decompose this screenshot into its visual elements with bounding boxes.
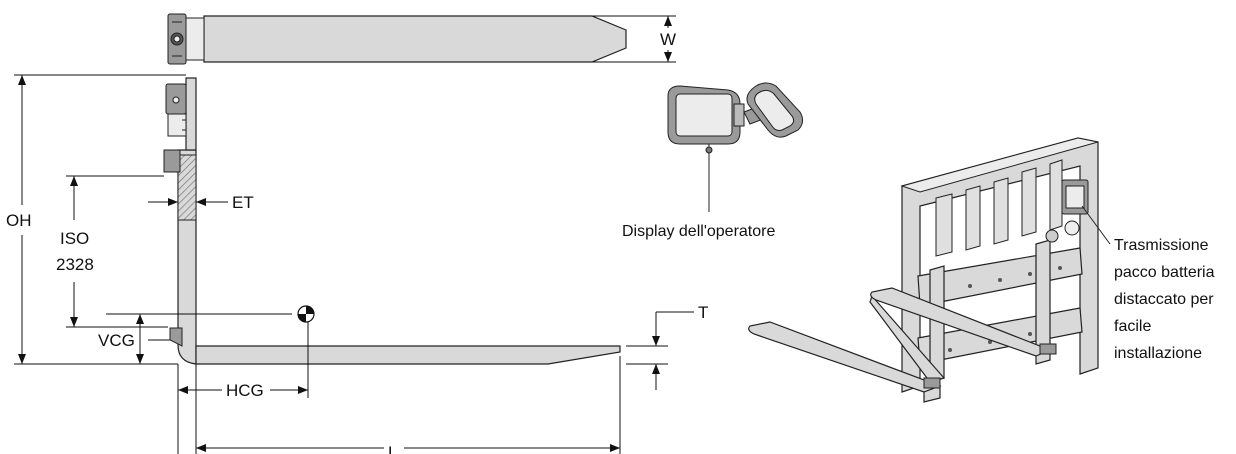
dimension-w: W (592, 15, 676, 63)
label-t: T (698, 303, 708, 322)
transmission-line-3: distaccato per (1114, 291, 1214, 308)
fork-top-view (167, 13, 627, 65)
display-label: Display dell'operatore (622, 223, 775, 240)
transmission-line-2: pacco batteria (1114, 264, 1215, 281)
dimension-oh: OH (6, 74, 186, 365)
transmission-label: Trasmissione pacco batteria distaccato p… (1114, 237, 1215, 362)
label-hcg: HCG (226, 381, 264, 400)
label-l: L (388, 443, 397, 454)
transmission-line-5: installazione (1114, 345, 1202, 362)
dimension-iso-2328: ISO 2328 (56, 175, 168, 328)
label-vcg: VCG (98, 331, 135, 350)
transmission-line-1: Trasmissione (1114, 237, 1209, 254)
center-of-gravity-icon (297, 305, 315, 323)
dimension-l: L (195, 356, 621, 454)
fork-positioner-3d (748, 137, 1111, 403)
label-w: W (660, 30, 676, 49)
dimension-et: ET (148, 193, 254, 212)
fork-side-view (163, 77, 621, 365)
dimension-vcg: VCG (98, 313, 292, 364)
transmission-line-4: facile (1114, 318, 1151, 335)
dimension-t: T (626, 303, 708, 390)
label-oh: OH (6, 211, 32, 230)
label-iso-line1: ISO (60, 229, 89, 248)
dimension-hcg: HCG (177, 322, 309, 454)
operator-display (667, 82, 804, 212)
label-et: ET (232, 193, 254, 212)
label-iso-line2: 2328 (56, 255, 94, 274)
